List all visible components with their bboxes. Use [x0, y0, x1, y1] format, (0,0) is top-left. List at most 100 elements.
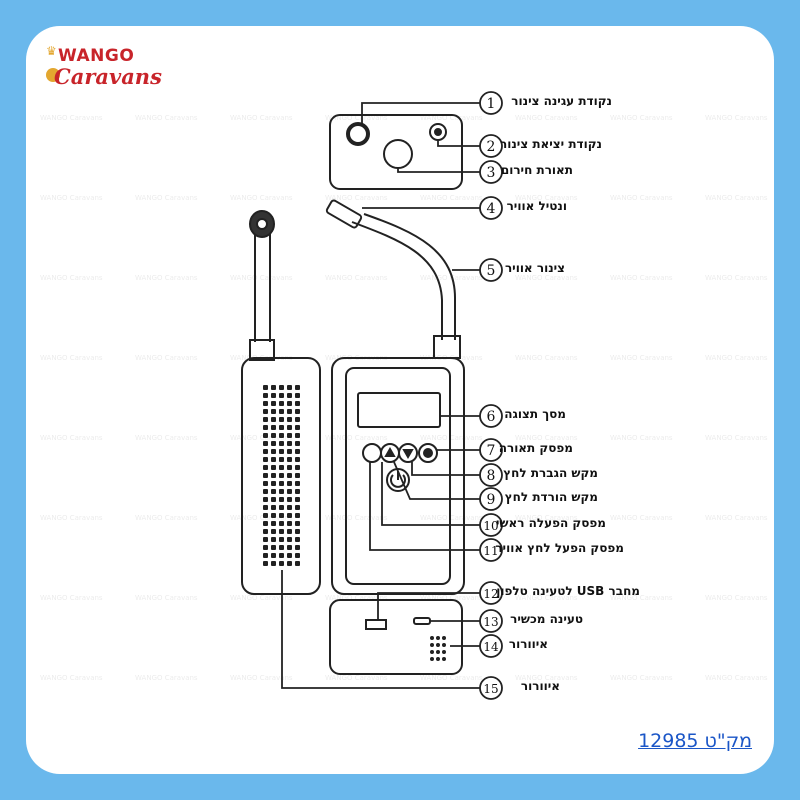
logo-bottom-text: Caravans	[54, 64, 162, 89]
callout-label-6: מסך תצוגה	[504, 407, 566, 421]
watermark-text: WANGO Caravans	[420, 514, 483, 522]
watermark-text: WANGO Caravans	[230, 114, 293, 122]
watermark-text: WANGO Caravans	[610, 274, 673, 282]
watermark-text: WANGO Caravans	[705, 434, 768, 442]
crown-icon: ♛	[46, 44, 57, 58]
callout-number-text: 1	[487, 96, 496, 112]
callout-label-7: מפסק תאורה	[498, 441, 573, 455]
watermark-text: WANGO Caravans	[515, 434, 578, 442]
callout-number-12: 12	[479, 581, 503, 605]
watermark-text: WANGO Caravans	[40, 194, 103, 202]
callout-number-text: 3	[487, 165, 496, 181]
callout-label-11: מפסק הפעל לחץ אוויר	[495, 541, 624, 555]
callout-number-text: 13	[483, 615, 498, 629]
callout-number-11: 11	[479, 538, 503, 562]
watermark-text: WANGO Caravans	[610, 514, 673, 522]
watermark-text: WANGO Caravans	[325, 274, 388, 282]
callout-number-text: 9	[487, 492, 496, 508]
top-panel	[329, 114, 463, 190]
watermark-text: WANGO Caravans	[40, 434, 103, 442]
callout-number-text: 10	[483, 519, 498, 533]
watermark-text: WANGO Caravans	[40, 514, 103, 522]
watermark-text: WANGO Caravans	[135, 194, 198, 202]
watermark-text: WANGO Caravans	[40, 274, 103, 282]
watermark-text: WANGO Caravans	[230, 674, 293, 682]
watermark-text: WANGO Caravans	[135, 434, 198, 442]
watermark-text: WANGO Caravans	[135, 354, 198, 362]
front-view	[331, 357, 465, 595]
watermark-text: WANGO Caravans	[135, 594, 198, 602]
leader-lines	[281, 102, 480, 689]
callout-number-10: 10	[479, 513, 503, 537]
watermark-text: WANGO Caravans	[515, 114, 578, 122]
watermark-text: WANGO Caravans	[230, 194, 293, 202]
callout-number-13: 13	[479, 609, 503, 633]
logo-top-text: WANGO	[58, 46, 135, 66]
callout-label-13: טעינה מכשיר	[510, 612, 583, 626]
callout-number-8: 8	[479, 463, 503, 487]
watermark-text: WANGO Caravans	[705, 354, 768, 362]
air-hose	[325, 199, 461, 359]
watermark-text: WANGO Caravans	[420, 114, 483, 122]
watermark-text: WANGO Caravans	[515, 354, 578, 362]
watermark-text: WANGO Caravans	[610, 594, 673, 602]
watermark-text: WANGO Caravans	[325, 674, 388, 682]
watermark-text: WANGO Caravans	[325, 514, 388, 522]
callout-number-text: 12	[483, 587, 498, 601]
watermark-text: WANGO Caravans	[515, 594, 578, 602]
watermark-text: WANGO Caravans	[705, 194, 768, 202]
watermark-text: WANGO Caravans	[230, 274, 293, 282]
callout-number-6: 6	[479, 404, 503, 428]
watermark-text: WANGO Caravans	[705, 594, 768, 602]
callout-label-4: ונטיל אוויר	[506, 199, 567, 213]
callout-number-2: 2	[479, 134, 503, 158]
watermark-text: WANGO Caravans	[135, 674, 198, 682]
watermark-text: WANGO Caravans	[40, 354, 103, 362]
watermark-text: WANGO Caravans	[230, 514, 293, 522]
watermark-text: WANGO Caravans	[420, 674, 483, 682]
callout-number-text: 8	[487, 468, 496, 484]
mascot-icon	[46, 68, 60, 82]
callout-number-3: 3	[479, 160, 503, 184]
watermark-text: WANGO Caravans	[420, 594, 483, 602]
watermark-text: WANGO Caravans	[325, 194, 388, 202]
callout-number-1: 1	[479, 91, 503, 115]
callout-label-10: מפסק הפעלה ראשי	[495, 516, 606, 530]
callout-label-8: מקש הגברת לחץ	[503, 466, 598, 480]
watermark-text: WANGO Caravans	[40, 674, 103, 682]
product-card	[26, 26, 774, 774]
callout-number-text: 2	[487, 139, 496, 155]
callout-number-7: 7	[479, 438, 503, 462]
callout-label-3: תאורת חירום	[500, 163, 573, 177]
watermark-text: WANGO Caravans	[610, 674, 673, 682]
callout-number-text: 5	[487, 263, 496, 279]
watermark-text: WANGO Caravans	[610, 354, 673, 362]
callout-number-text: 14	[483, 640, 499, 654]
brand-logo: ♛ WANGO Caravans	[46, 44, 162, 94]
side-view	[241, 210, 321, 595]
callout-label-9: מקש הורדת לחץ	[504, 490, 598, 504]
callout-number-15: 15	[479, 676, 503, 700]
callout-number-text: 11	[483, 544, 498, 558]
callout-label-15: איוורור	[520, 679, 560, 693]
watermark-text: WANGO Caravans	[515, 194, 578, 202]
watermark-text: WANGO Caravans	[610, 434, 673, 442]
watermark-text: WANGO Caravans	[515, 514, 578, 522]
watermark-text: WANGO Caravans	[705, 514, 768, 522]
sku-number: מק"ט 12985	[638, 730, 752, 752]
watermark-text: WANGO Caravans	[325, 114, 388, 122]
callout-number-text: 4	[487, 201, 496, 217]
callout-number-text: 7	[487, 443, 496, 459]
watermark-text: WANGO Caravans	[40, 594, 103, 602]
watermark-text: WANGO Caravans	[230, 594, 293, 602]
callout-number-5: 5	[479, 258, 503, 282]
watermark-text: WANGO Caravans	[610, 194, 673, 202]
watermark-text: WANGO Caravans	[325, 434, 388, 442]
bottom-panel	[329, 599, 463, 675]
watermark-text: WANGO Caravans	[610, 114, 673, 122]
callout-number-4: 4	[479, 196, 503, 220]
callout-number-9: 9	[479, 487, 503, 511]
